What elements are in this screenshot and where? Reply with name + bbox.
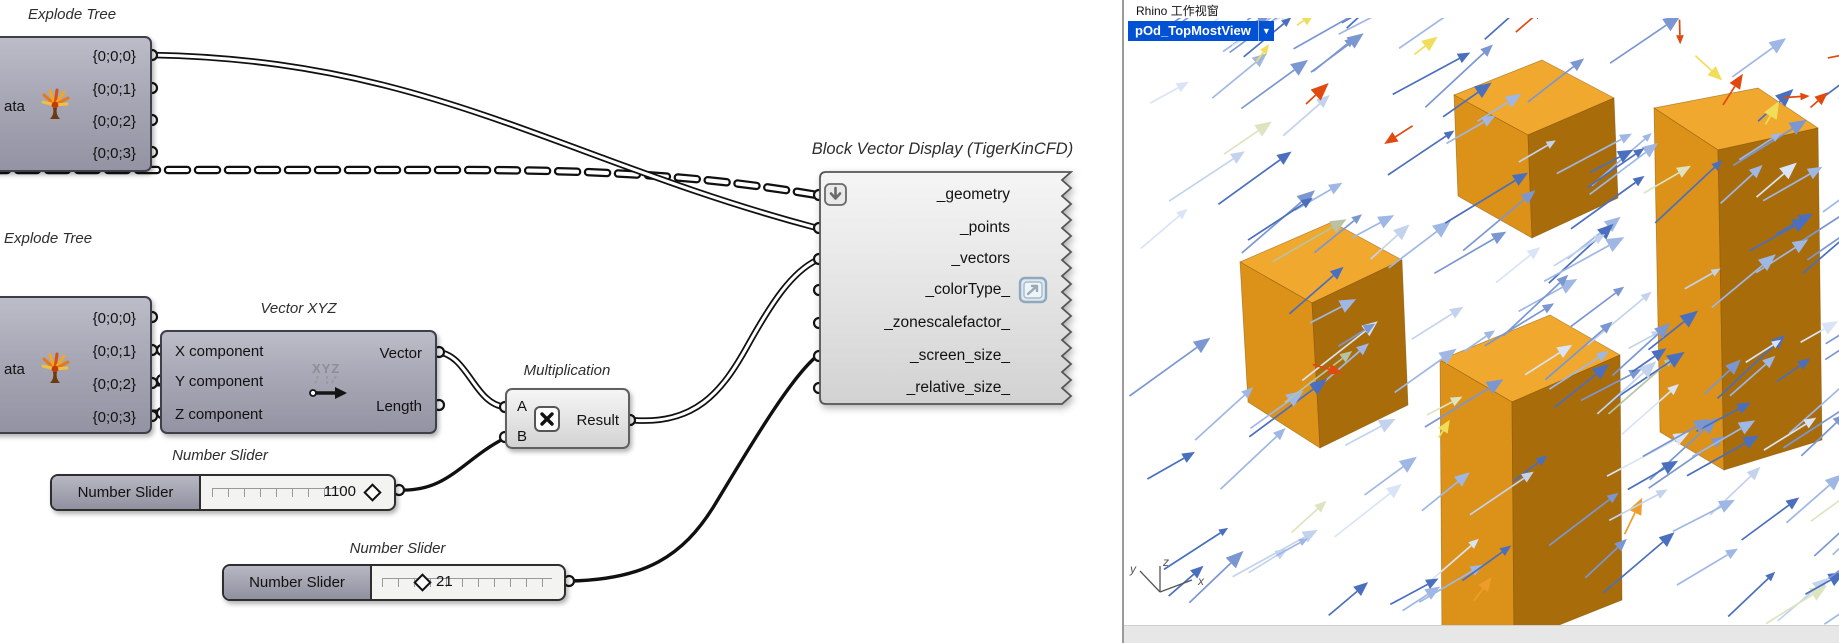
block-vector-display-body[interactable] — [819, 171, 1074, 405]
tree-icon — [41, 352, 70, 383]
input-label: _zonescalefactor_ — [884, 314, 1010, 331]
explode-tree-1-title: Explode Tree — [28, 6, 117, 23]
slider-1-title: Number Slider — [172, 447, 268, 464]
output-label: {0;0;0} — [92, 310, 136, 327]
slider-handle-icon[interactable] — [363, 483, 382, 502]
axis-z-label: z — [1162, 555, 1169, 569]
multiply-icon — [534, 406, 560, 432]
explode-tree-2[interactable]: ata {0;0;0} {0;0;1} {0;0;2} {0;0;3} — [0, 296, 152, 434]
wire-layer — [0, 48, 1074, 588]
rhino-titlebar[interactable]: Rhino 工作视窗 — [1124, 0, 1839, 18]
divider — [1257, 21, 1259, 41]
slider-ruler — [382, 578, 552, 587]
output-label: Result — [576, 412, 619, 429]
output-label: {0;0;0} — [92, 48, 136, 65]
explode-tree-1-input-label: ata — [4, 98, 25, 115]
output-label: {0;0;3} — [92, 145, 136, 162]
slider-ruler — [212, 488, 340, 497]
rhino-bottom-strip — [1124, 625, 1839, 643]
output-label: {0;0;1} — [92, 81, 136, 98]
grasshopper-canvas[interactable]: Explode Tree ata {0;0;0} {0;0;1} {0;0;2} — [0, 0, 1122, 643]
rhino-window-title: Rhino 工作视窗 — [1136, 4, 1219, 18]
input-label: _colorType_ — [925, 281, 1010, 298]
viewport-label[interactable]: pOd_TopMostView ▼ — [1128, 21, 1274, 41]
axis-y-label: y — [1129, 562, 1137, 576]
viewport-scene: y z x — [1129, 18, 1839, 625]
vector-field-arrows — [1129, 18, 1839, 625]
input-label: B — [517, 428, 528, 445]
vector-xyz-title: Vector XYZ — [260, 300, 337, 317]
output-label: {0;0;3} — [92, 409, 136, 426]
output-label: Length — [376, 398, 422, 415]
dropdown-arrow-icon[interactable]: ▼ — [1261, 26, 1271, 36]
input-label: _relative_size_ — [906, 379, 1010, 396]
multiplication[interactable]: A B Result — [505, 388, 630, 449]
number-slider-2[interactable]: Number Slider 21 — [222, 564, 566, 601]
explode-tree-2-input-label: ata — [4, 361, 25, 378]
input-label: Y component — [175, 373, 264, 390]
input-label: _vectors — [951, 250, 1010, 267]
expand-arrow-icon[interactable] — [1018, 276, 1048, 304]
slider-2-title: Number Slider — [349, 540, 446, 557]
axis-gizmo — [1139, 566, 1193, 593]
input-label: X component — [175, 343, 264, 360]
explode-tree-1[interactable]: ata {0;0;0} {0;0;1} {0;0;2} {0;0;3} — [0, 36, 152, 172]
output-label: {0;0;2} — [92, 376, 136, 393]
svg-text:XYZ: XYZ — [312, 361, 340, 376]
number-slider-1[interactable]: Number Slider 1100 — [50, 474, 396, 511]
wire-slider21-screensize[interactable] — [568, 354, 819, 583]
input-label: _screen_size_ — [910, 347, 1010, 364]
multiplication-title: Multiplication — [523, 362, 611, 379]
slider-1-label: Number Slider — [52, 476, 201, 509]
output-label: Vector — [379, 345, 422, 362]
slider-handle-icon[interactable] — [413, 573, 432, 592]
download-arrow-icon[interactable] — [824, 183, 847, 206]
output-label: {0;0;1} — [92, 343, 136, 360]
xyz-vector-icon: XYZ — [309, 361, 347, 399]
rhino-window: Rhino 工作视窗 pOd_TopMostView ▼ — [1122, 0, 1839, 643]
slider-2-value: 21 — [436, 573, 453, 590]
input-label: _points — [960, 219, 1010, 236]
vector-xyz[interactable]: X component Y component Z component XYZ … — [160, 330, 437, 434]
slider-2-label: Number Slider — [224, 566, 372, 599]
block-vector-display-title: Block Vector Display (TigerKinCFD) — [811, 140, 1074, 158]
rhino-viewport[interactable]: pOd_TopMostView ▼ — [1124, 18, 1839, 625]
slider-1-value: 1100 — [323, 483, 356, 500]
input-label: Z component — [175, 406, 263, 423]
input-label: _geometry — [936, 186, 1010, 203]
wire-tree1-points[interactable] — [151, 51, 818, 232]
explode-tree-2-title: Explode Tree — [4, 230, 93, 247]
wire-vector-a[interactable] — [436, 348, 506, 411]
axis-x-label: x — [1197, 574, 1205, 588]
wire-result-vectors[interactable] — [629, 257, 819, 424]
wire-slider1100-b[interactable] — [398, 436, 506, 492]
viewport-name: pOd_TopMostView — [1135, 23, 1251, 38]
orange-buildings — [1239, 59, 1823, 625]
axis-gizmo-labels: y z x — [1129, 555, 1205, 588]
output-label: {0;0;2} — [92, 113, 136, 130]
tree-icon — [41, 88, 70, 119]
input-label: A — [517, 398, 528, 415]
